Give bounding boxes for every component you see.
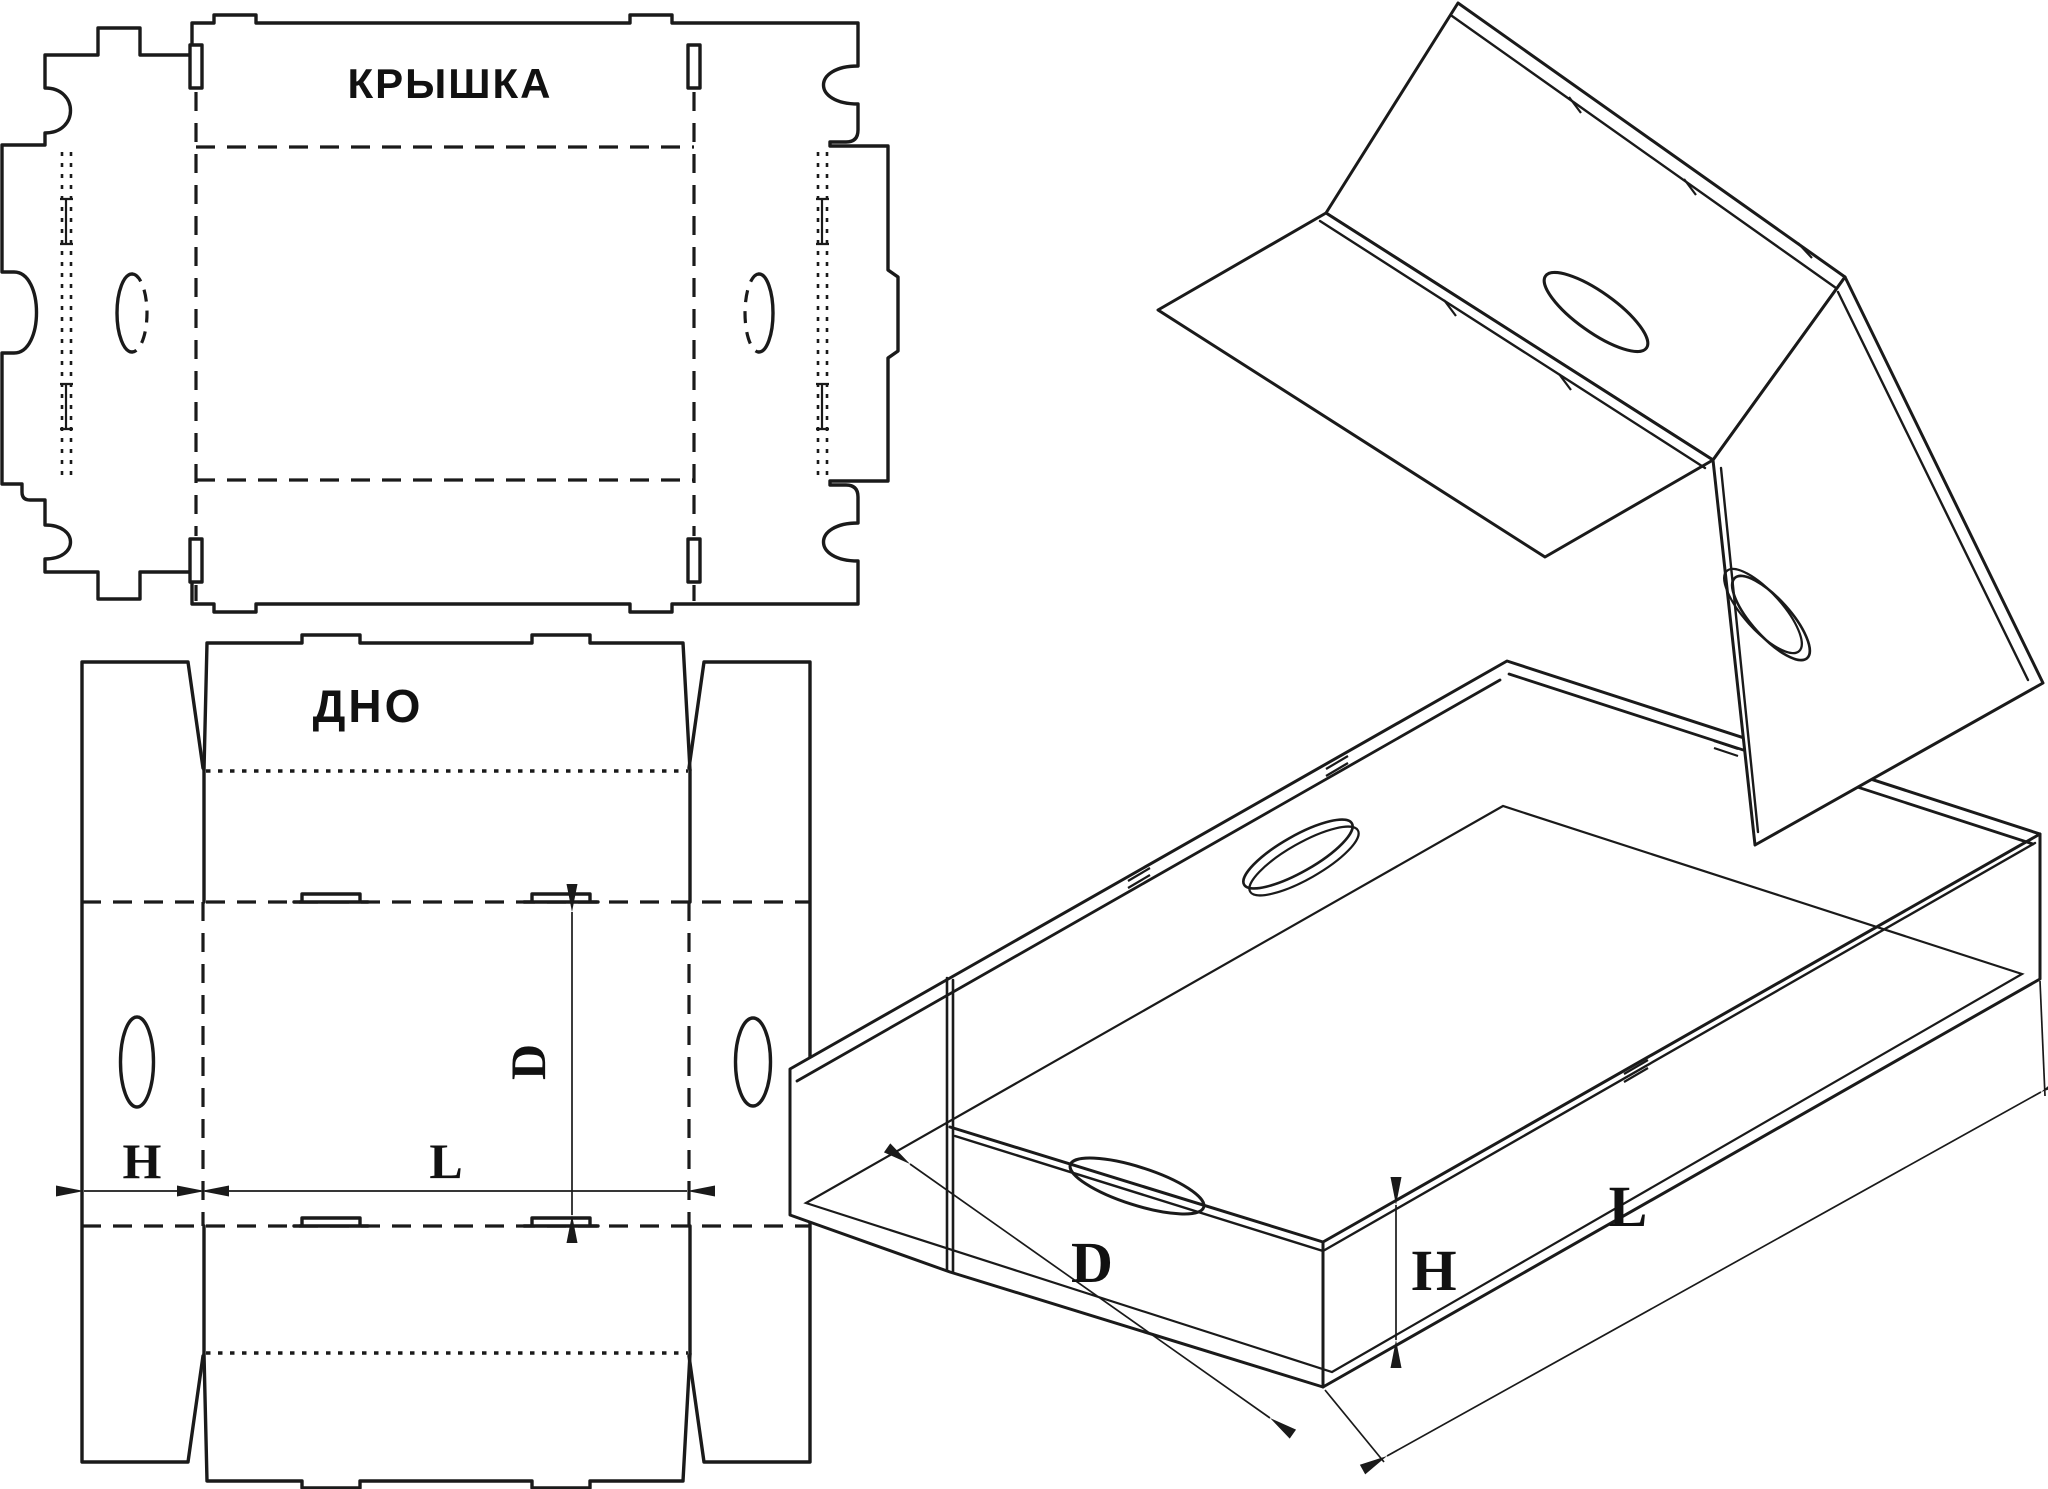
- lid-perforation-lines: [60, 152, 829, 477]
- bottom-bottom-flap-cut: [202, 1352, 692, 1489]
- bottom-right-panel-cut: [687, 660, 812, 1464]
- handle-cutout-oval-lid3d-top: [1542, 270, 1650, 354]
- bottom-title-label: ДНО: [313, 680, 424, 732]
- handle-cutout-oval-bottom-right: [733, 1016, 773, 1108]
- handle-cutout-oval-tray-back: [1242, 818, 1360, 897]
- dimension-arrow-l-3d: [1324, 980, 2048, 1475]
- lid-fold-lines: [194, 92, 696, 601]
- lid-diecut-template: КРЫШКА: [0, 13, 900, 614]
- bottom-crease-lines: [206, 769, 688, 1355]
- dim-label-h-3d: H: [1411, 1238, 1456, 1303]
- dim-label-l-3d: L: [1609, 1174, 1648, 1239]
- bottom-top-flap-cut: [202, 633, 692, 772]
- lid-lock-slots: [188, 43, 702, 584]
- handle-cutout-oval-lid3d-end: [1723, 567, 1812, 662]
- assembled-box-3d: D H L: [788, 1, 2048, 1475]
- lid-3d: [1156, 1, 2045, 847]
- dim-label-l-flat: L: [429, 1133, 462, 1189]
- bottom-diecut-template: ДНО H L D: [56, 633, 812, 1489]
- handle-cutout-oval-bottom-left: [118, 1015, 156, 1109]
- dim-label-h-flat: H: [123, 1133, 162, 1189]
- handle-cutout-oval-lid-left: [115, 272, 149, 354]
- lid3d-side-band: [1156, 211, 1715, 559]
- dim-label-d-flat: D: [500, 1044, 556, 1080]
- bottom-left-panel-cut: [80, 660, 205, 1464]
- lid3d-end-panel: [1711, 275, 2045, 847]
- handle-cutout-oval-lid-right: [743, 272, 775, 354]
- dim-label-d-3d: D: [1071, 1230, 1113, 1295]
- lid-outer-cut-line: [0, 13, 900, 614]
- dimension-arrow-d-3d: [883, 1143, 1297, 1439]
- lid3d-tab-notches: [1443, 96, 1813, 391]
- bottom-fold-lines: [82, 900, 810, 1228]
- lid-title-label: КРЫШКА: [348, 60, 553, 107]
